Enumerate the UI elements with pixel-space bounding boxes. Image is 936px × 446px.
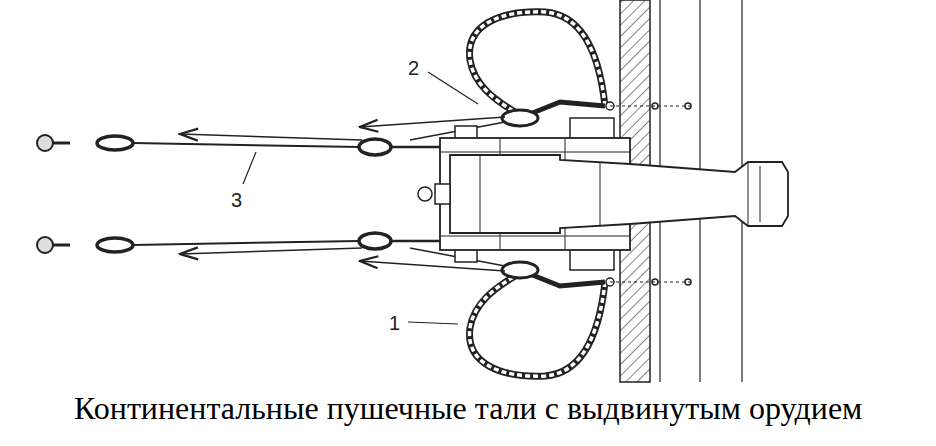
tackle-half bbox=[37, 12, 691, 155]
callout-number: 3 bbox=[231, 190, 242, 210]
figure-caption: Континентальные пушечные тали с выдвинут… bbox=[74, 391, 862, 426]
leader-lines bbox=[243, 72, 478, 324]
cannon-barrel bbox=[418, 155, 788, 233]
callout-number: 2 bbox=[408, 58, 419, 78]
callout-number: 1 bbox=[389, 313, 400, 333]
